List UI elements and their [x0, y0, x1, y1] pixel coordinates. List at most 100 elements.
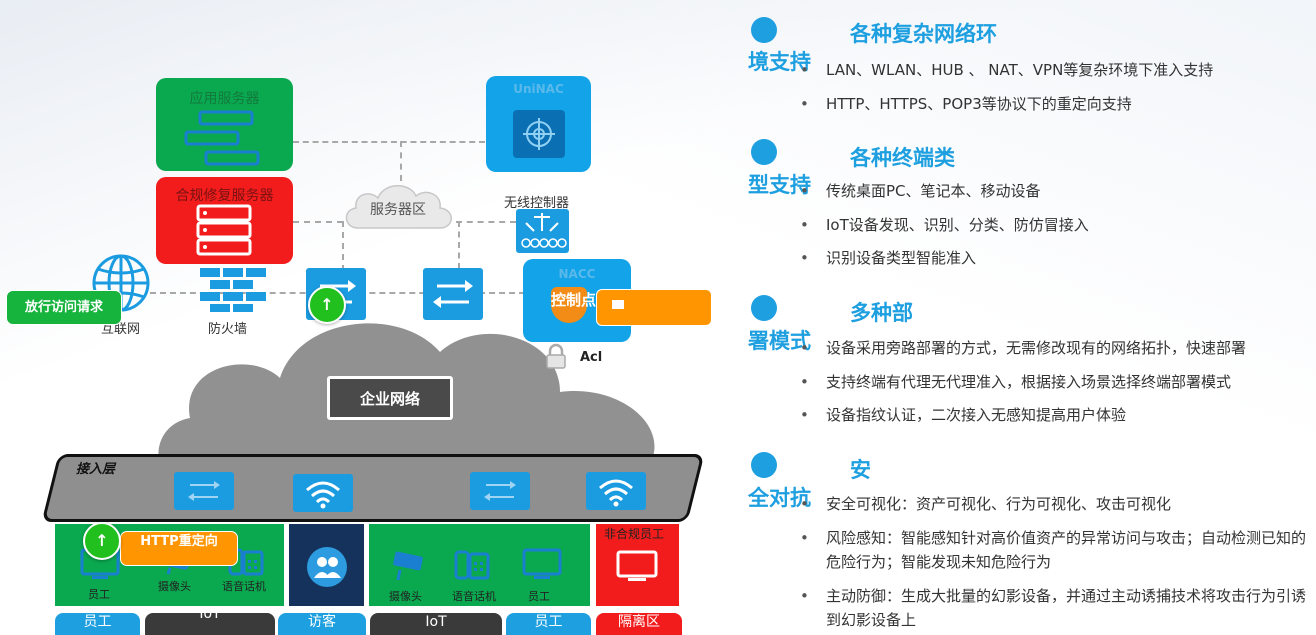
control-point-tag: [596, 289, 712, 326]
link-compliance-server: [293, 221, 343, 223]
tab-label: 访客: [308, 614, 336, 630]
wireless-controller-device: [516, 209, 569, 253]
bullet-text: 识别设备类型智能准入: [826, 249, 977, 267]
section-dot: [751, 17, 777, 43]
link-wireless-down: [458, 221, 460, 269]
computer-icon: [616, 550, 658, 581]
core-switch-2: [423, 268, 483, 320]
computer-icon: [522, 548, 562, 579]
bullet-mark: •: [800, 587, 809, 605]
http-redirect-label: HTTP重定向: [140, 534, 218, 549]
bullet-2-2: • IoT设备发现、识别、分类、防仿冒接入: [800, 213, 1306, 237]
bullet-mark: •: [800, 495, 809, 513]
acl-label: Acl: [580, 350, 603, 365]
users-icon: [307, 547, 347, 587]
tab-employee-2: 员工: [506, 613, 591, 635]
section-title-4b: 全对抗: [748, 486, 811, 510]
wireless-controller-label: 无线控制器: [504, 196, 570, 211]
section-title-4: 安: [850, 458, 871, 482]
bullet-mark: •: [800, 95, 809, 113]
zone4-device-noncompliant: 非合规员工: [604, 527, 665, 541]
link-server-vertical: [400, 141, 402, 181]
access-switch-1: [174, 472, 234, 510]
bullet-mark: •: [800, 339, 809, 357]
access-wifi-2: [586, 472, 646, 510]
bullet-2-1: •传统桌面PC、笔记本、移动设备: [800, 179, 1306, 203]
tag-square-icon: [612, 300, 624, 309]
tab-label: 员工: [83, 614, 112, 630]
wireless-controller-icon: [521, 213, 567, 248]
release-request-badge: 放行访问请求: [6, 290, 122, 325]
tab-iot-1: IoT: [145, 613, 275, 635]
link-compliance-down: [342, 221, 344, 271]
bullet-text: 风险感知：智能感知针对高价值资产的异常访问与攻击；自动检测已知的危险行为；智能发…: [826, 529, 1307, 571]
bullet-text: HTTP、HTTPS、POP3等协议下的重定向支持: [826, 95, 1132, 113]
bullet-3-1: • 设备采用旁路部署的方式，无需修改现有的网络拓扑，快速部署: [800, 336, 1312, 360]
app-server-box: 应用服务器: [156, 78, 293, 171]
section-title-3b: 署模式: [748, 329, 811, 353]
server-zone-label: 服务器区: [370, 202, 426, 218]
arrow-up-icon: ↑: [95, 531, 109, 550]
section-dot: [751, 295, 777, 321]
section-title-2b: 型支持: [748, 173, 811, 197]
access-wifi-1: [293, 474, 353, 512]
nacc-label: NACC: [558, 267, 596, 281]
section-dot: [751, 452, 777, 478]
bullet-text: 设备采用旁路部署的方式，无需修改现有的网络拓扑，快速部署: [826, 339, 1247, 357]
lock-icon: [546, 343, 566, 369]
bullet-text: IoT设备发现、识别、分类、防仿冒接入: [826, 216, 1089, 234]
bullet-mark: •: [800, 216, 809, 234]
server-rack-icon: [196, 204, 252, 256]
uninac-box: UniNAC: [486, 76, 591, 172]
bullet-4-2: • 风险感知：智能感知针对高价值资产的异常访问与攻击；自动检测已知的危险行为；智能…: [800, 526, 1312, 574]
wifi-icon: [306, 481, 340, 509]
bullet-mark: •: [800, 373, 809, 391]
tab-label: 员工: [534, 614, 563, 630]
section-title-1b: 境支持: [748, 50, 811, 74]
firewall-icon: [200, 268, 266, 312]
upload-arrow-badge-2: ↑: [83, 522, 121, 560]
tab-iot-2: IoT: [370, 613, 502, 635]
enterprise-network-badge: 企业网络: [327, 376, 453, 420]
tab-employee-1: 员工: [55, 613, 140, 635]
bullet-text: 设备指纹认证，二次接入无感知提高用户体验: [826, 406, 1127, 424]
bullet-3-3: •设备指纹认证，二次接入无感知提高用户体验: [800, 403, 1306, 427]
tab-label: IoT: [425, 614, 447, 630]
orange-shield: [551, 287, 587, 323]
app-server-label: 应用服务器: [189, 91, 260, 107]
bullet-text: 主动防御：生成大批量的幻影设备，并通过主动诱捕技术将攻击行为引诱到幻影设备上: [826, 587, 1307, 629]
switch-icon: [433, 280, 473, 308]
section-title-3: 多种部: [850, 301, 913, 325]
firewall-label: 防火墙: [208, 322, 248, 337]
camera-icon: [393, 551, 423, 581]
section-title-1: 各种复杂网络环: [850, 22, 997, 46]
release-request-label: 放行访问请求: [24, 300, 103, 315]
zone3-device-employee: 员工: [528, 590, 550, 603]
link-app-uninac: [293, 141, 485, 143]
bullet-3-2: •支持终端有代理无代理准入，根据接入场景选择终端部署模式: [800, 370, 1306, 394]
bullet-mark: •: [800, 182, 809, 200]
bullet-text: LAN、WLAN、HUB 、 NAT、VPN等复杂环境下准入支持: [826, 61, 1214, 79]
tab-label: IoT: [199, 613, 221, 622]
tab-quarantine: 隔离区: [596, 613, 682, 635]
switch-icon: [484, 481, 516, 501]
wifi-icon: [599, 479, 633, 507]
zone1-device-voip: 语音话机: [222, 580, 266, 593]
control-point-label: 控制点: [551, 291, 597, 309]
internet-label: 互联网: [101, 322, 141, 337]
zone3-device-voip: 语音话机: [452, 590, 496, 603]
http-redirect-badge: HTTP重定向: [120, 531, 238, 566]
compliance-server-label: 合规修复服务器: [175, 188, 274, 204]
phone-icon: [454, 550, 490, 580]
bullet-mark: •: [800, 61, 809, 79]
bullet-4-1: • 安全可视化：资产可视化、行为可视化、攻击可视化: [800, 492, 1306, 516]
access-layer-label: 接入层: [76, 462, 116, 477]
bullet-1-1: • LAN、WLAN、HUB 、 NAT、VPN等复杂环境下准入支持: [800, 58, 1306, 82]
compliance-server-box: 合规修复服务器: [156, 177, 293, 264]
zone1-device-employee: 员工: [88, 588, 110, 601]
bullet-4-3: • 主动防御：生成大批量的幻影设备，并通过主动诱捕技术将攻击行为引诱到幻影设备上: [800, 584, 1312, 632]
tab-label: 隔离区: [618, 614, 660, 630]
bullet-text: 安全可视化：资产可视化、行为可视化、攻击可视化: [826, 495, 1172, 513]
bullet-mark: •: [800, 529, 809, 547]
server-icon: [184, 110, 260, 166]
